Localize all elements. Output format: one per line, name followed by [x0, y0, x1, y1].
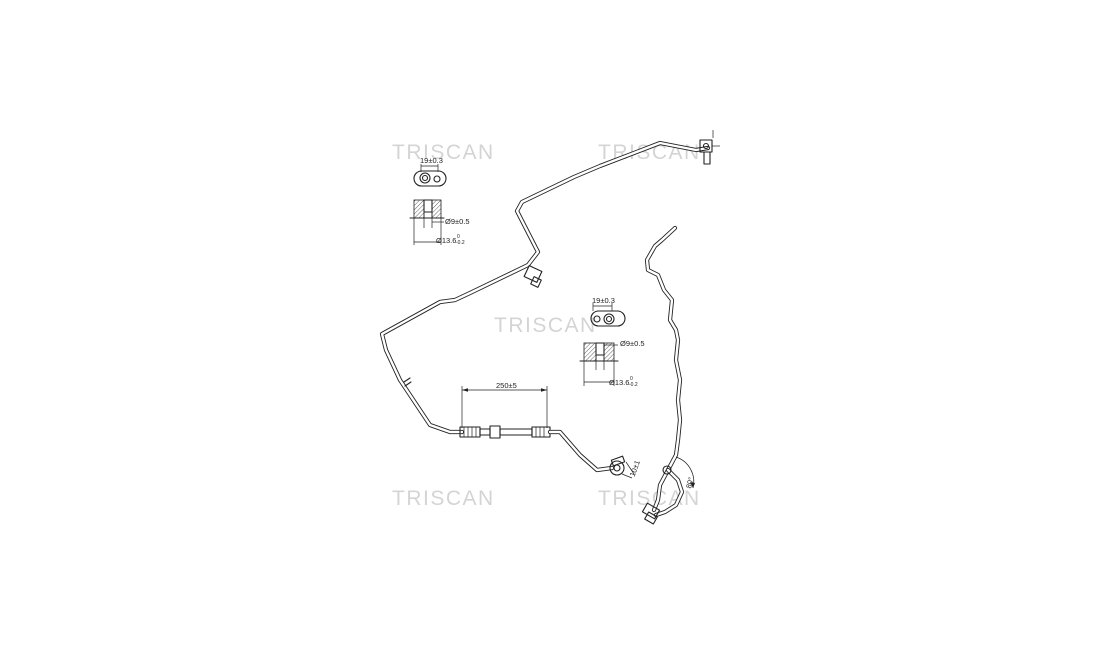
detail2-width-label: 19±0.3 — [592, 296, 615, 305]
fitting-top-right — [699, 130, 720, 165]
detail1-width-label: 19±0.3 — [420, 156, 443, 165]
hose-length-dimension: 250±5 — [496, 381, 517, 390]
detail2-outer-tol-lower: -0.2 — [629, 382, 638, 388]
detail2-outer-tol-upper: 0 — [630, 376, 633, 382]
detail2-outer-diameter: Ø13.6 — [609, 378, 629, 387]
watermark-top-left: TRISCAN — [392, 141, 495, 164]
brake-line-right: 80° — [641, 225, 696, 525]
brake-line-to-caliper: 10±1 — [547, 429, 642, 479]
detail1-outer-diameter: Ø13.6 — [436, 236, 456, 245]
detail1-outer-tol-upper: 0 — [457, 234, 460, 240]
brake-line-main — [379, 140, 711, 435]
detail-flare-top-left: 19±0.3 Ø9±0.5 Ø13.6 0 -0.2 — [409, 156, 470, 246]
detail2-inner-diameter: Ø9±0.5 — [620, 339, 645, 348]
watermark-bottom-right: TRISCAN — [598, 487, 701, 510]
watermarks: TRISCAN TRISCAN TRISCAN TRISCAN TRISCAN — [392, 141, 701, 510]
detail-flare-center: 19±0.3 Ø9±0.5 Ø13.6 0 -0.2 — [579, 296, 645, 388]
bend-angle-dimension: 80° — [684, 476, 696, 489]
detail1-outer-tol-lower: -0.2 — [456, 240, 465, 246]
watermark-center: TRISCAN — [494, 314, 597, 337]
pipe-clip — [404, 381, 412, 387]
detail1-inner-diameter: Ø9±0.5 — [445, 217, 470, 226]
fitting-mid-connector — [523, 265, 543, 288]
end-length-dimension: 10±1 — [628, 459, 642, 478]
pipe-clip — [403, 377, 411, 383]
watermark-bottom-left: TRISCAN — [392, 487, 495, 510]
flexible-hose: 250±5 — [459, 381, 551, 439]
